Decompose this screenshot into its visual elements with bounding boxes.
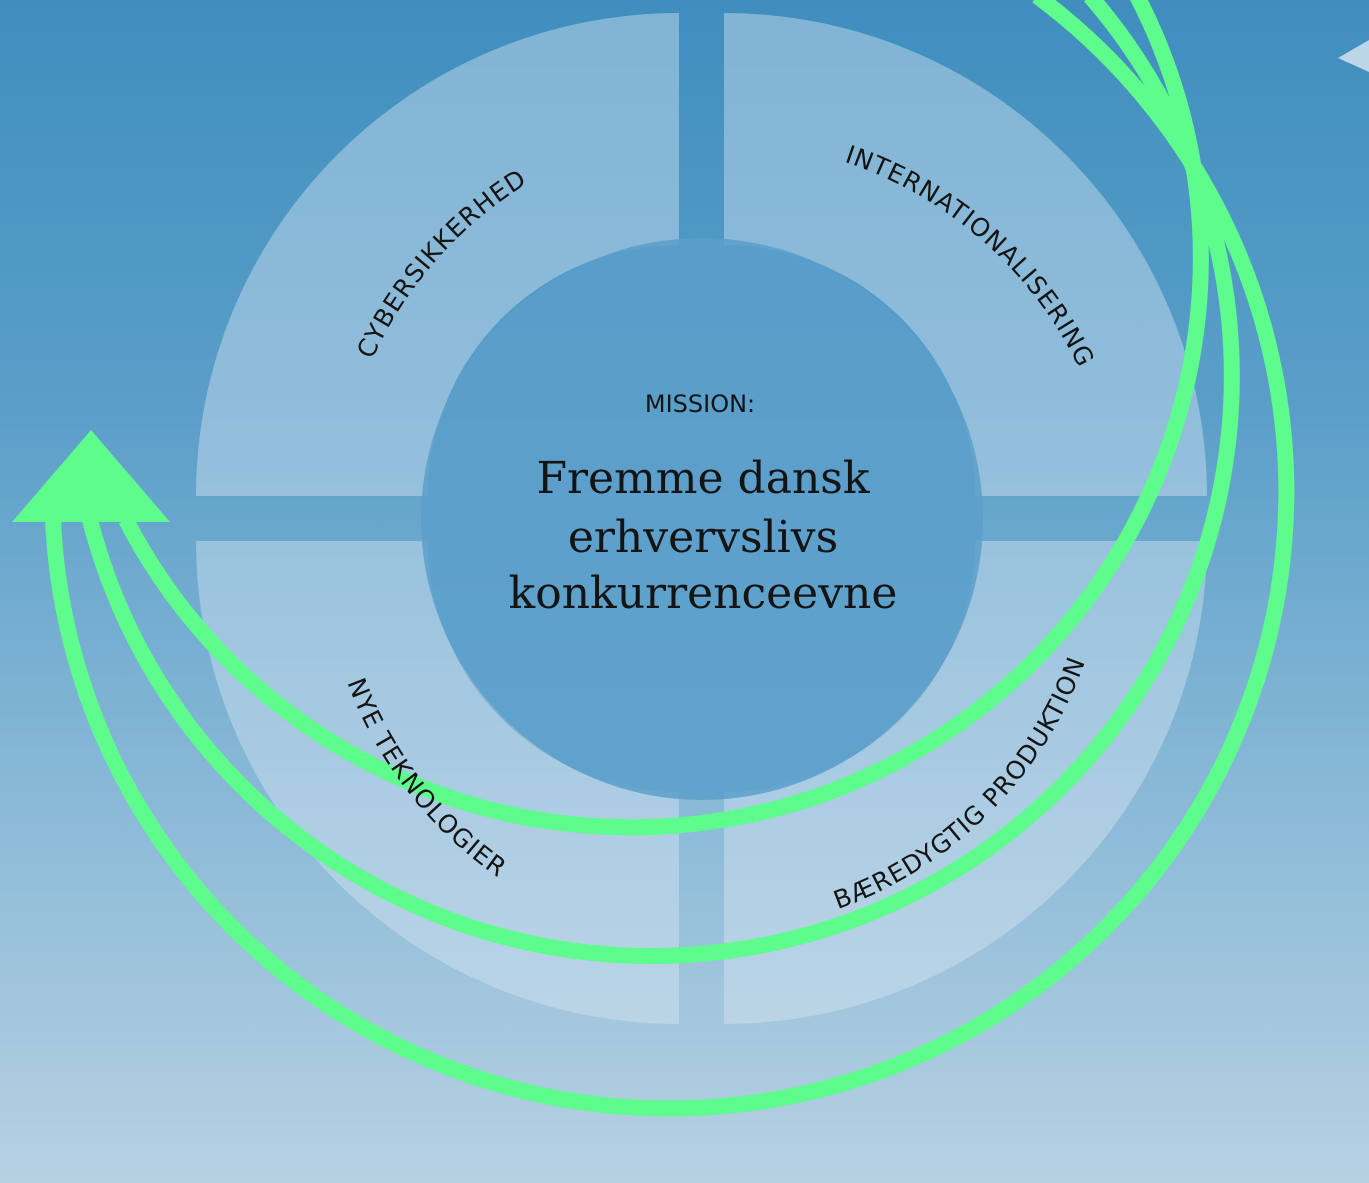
green-arrow [12,0,1295,1117]
arrow-ring-outer [45,0,1295,1117]
mission-label: MISSION: [645,390,755,418]
segment-cybersikkerhed [196,13,679,496]
segment-internationalisering [724,13,1207,496]
arrow-ring-middle [82,0,1240,964]
arrow-ring-inner [118,0,1209,836]
ring-segments [196,13,1207,1024]
decorative-glyph [1338,40,1369,72]
mission-line-2: erhvervslivs [568,512,838,563]
center-disc [421,238,983,800]
segment-baeredygtig-produktion [724,541,1207,1024]
mission-line-1: Fremme dansk [536,453,869,504]
segment-nye-teknologier [196,541,679,1024]
mission-line-3: konkurrenceevne [509,568,898,619]
arrow-head-icon [12,430,170,522]
